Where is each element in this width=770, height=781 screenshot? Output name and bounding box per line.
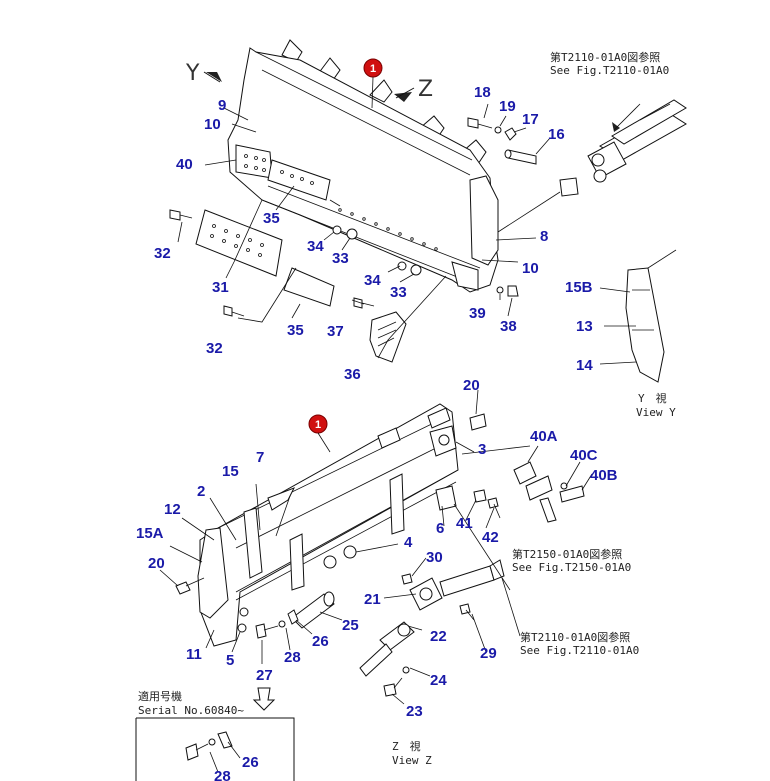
view-z-caption-en: View Z bbox=[392, 754, 432, 767]
ref-bottom-jp: 第T2110-01A0図参照 bbox=[520, 630, 630, 644]
callout-24: 24 bbox=[430, 672, 447, 689]
callout-29: 29 bbox=[480, 645, 497, 662]
upper-blade-assembly bbox=[227, 39, 499, 293]
callout-15B: 15B bbox=[565, 279, 593, 296]
callout-13: 13 bbox=[576, 318, 593, 335]
upper-exploded-parts bbox=[169, 71, 579, 363]
callout-35b: 35 bbox=[287, 322, 304, 339]
callout-21: 21 bbox=[364, 591, 381, 608]
callout-15A: 15A bbox=[136, 525, 164, 542]
svg-text:1: 1 bbox=[370, 63, 376, 75]
callout-8: 8 bbox=[540, 228, 548, 245]
view-z-caption-jp: Z 視 bbox=[392, 739, 421, 753]
callout-41: 41 bbox=[456, 515, 473, 532]
callout-20: 20 bbox=[463, 377, 480, 394]
svg-text:1: 1 bbox=[315, 419, 321, 431]
callout-26b: 26 bbox=[242, 754, 259, 771]
callout-33: 33 bbox=[332, 250, 349, 267]
ref-top-jp: 第T2110-01A0図参照 bbox=[550, 50, 660, 64]
assembly-marker-lower: 1 bbox=[308, 414, 328, 434]
view-z-letter: Z bbox=[418, 77, 433, 102]
callout-33b: 33 bbox=[390, 284, 407, 301]
callout-40A: 40A bbox=[530, 428, 558, 445]
callout-40: 40 bbox=[176, 156, 193, 173]
callout-10b: 10 bbox=[522, 260, 539, 277]
callout-40C: 40C bbox=[570, 447, 598, 464]
callout-2: 2 bbox=[197, 483, 205, 500]
callout-6: 6 bbox=[436, 520, 444, 537]
callout-32b: 32 bbox=[206, 340, 223, 357]
callout-4: 4 bbox=[404, 534, 413, 551]
view-y-caption-en: View Y bbox=[636, 406, 676, 419]
view-y-letter: Y bbox=[185, 61, 200, 86]
callout-3: 3 bbox=[478, 441, 486, 458]
callout-10: 10 bbox=[204, 116, 221, 133]
ref-bottom-en: See Fig.T2110-01A0 bbox=[520, 644, 639, 657]
callout-5: 5 bbox=[226, 652, 234, 669]
callout-35: 35 bbox=[263, 210, 280, 227]
callout-12: 12 bbox=[164, 501, 181, 518]
upper-right-cylinder bbox=[587, 99, 687, 183]
callout-32: 32 bbox=[154, 245, 171, 262]
callout-11: 11 bbox=[186, 646, 202, 663]
callout-22: 22 bbox=[430, 628, 447, 645]
callout-36: 36 bbox=[344, 366, 361, 383]
callout-28b: 28 bbox=[214, 768, 231, 781]
callout-34b: 34 bbox=[364, 272, 381, 289]
lower-blade-assembly bbox=[175, 403, 487, 711]
callout-26: 26 bbox=[312, 633, 329, 650]
callout-15: 15 bbox=[222, 463, 239, 480]
callout-42: 42 bbox=[482, 529, 499, 546]
callout-38: 38 bbox=[500, 318, 517, 335]
callout-23: 23 bbox=[406, 703, 423, 720]
callout-7: 7 bbox=[256, 449, 264, 466]
callout-14: 14 bbox=[576, 357, 593, 374]
callout-17: 17 bbox=[522, 111, 539, 128]
serial-note-jp: 適用号機 bbox=[138, 689, 182, 703]
view-y-caption-jp: Y 視 bbox=[638, 391, 667, 405]
callout-labels: 9 10 40 18 19 17 16 35 32 34 33 8 10 34 … bbox=[136, 84, 618, 781]
callout-25: 25 bbox=[342, 617, 359, 634]
callout-9: 9 bbox=[218, 97, 226, 114]
callout-37: 37 bbox=[327, 323, 344, 340]
callout-28: 28 bbox=[284, 649, 301, 666]
callout-27: 27 bbox=[256, 667, 273, 684]
callout-40B: 40B bbox=[590, 467, 618, 484]
callout-20b: 20 bbox=[148, 555, 165, 572]
ref-mid-jp: 第T2150-01A0図参照 bbox=[512, 547, 622, 561]
callout-30: 30 bbox=[426, 549, 443, 566]
callout-19: 19 bbox=[499, 98, 516, 115]
callout-18: 18 bbox=[474, 84, 491, 101]
view-y-detail bbox=[599, 249, 677, 383]
ref-top-en: See Fig.T2110-01A0 bbox=[550, 64, 669, 77]
ref-mid-en: See Fig.T2150-01A0 bbox=[512, 561, 631, 574]
serial-inset bbox=[135, 717, 295, 781]
callout-39: 39 bbox=[469, 305, 486, 322]
callout-34: 34 bbox=[307, 238, 324, 255]
serial-note-en: Serial No.60840~ bbox=[138, 704, 244, 717]
callout-16: 16 bbox=[548, 126, 565, 143]
assembly-marker-upper: 1 bbox=[363, 58, 383, 78]
lower-exploded-parts bbox=[159, 389, 593, 705]
callout-31: 31 bbox=[212, 279, 229, 296]
